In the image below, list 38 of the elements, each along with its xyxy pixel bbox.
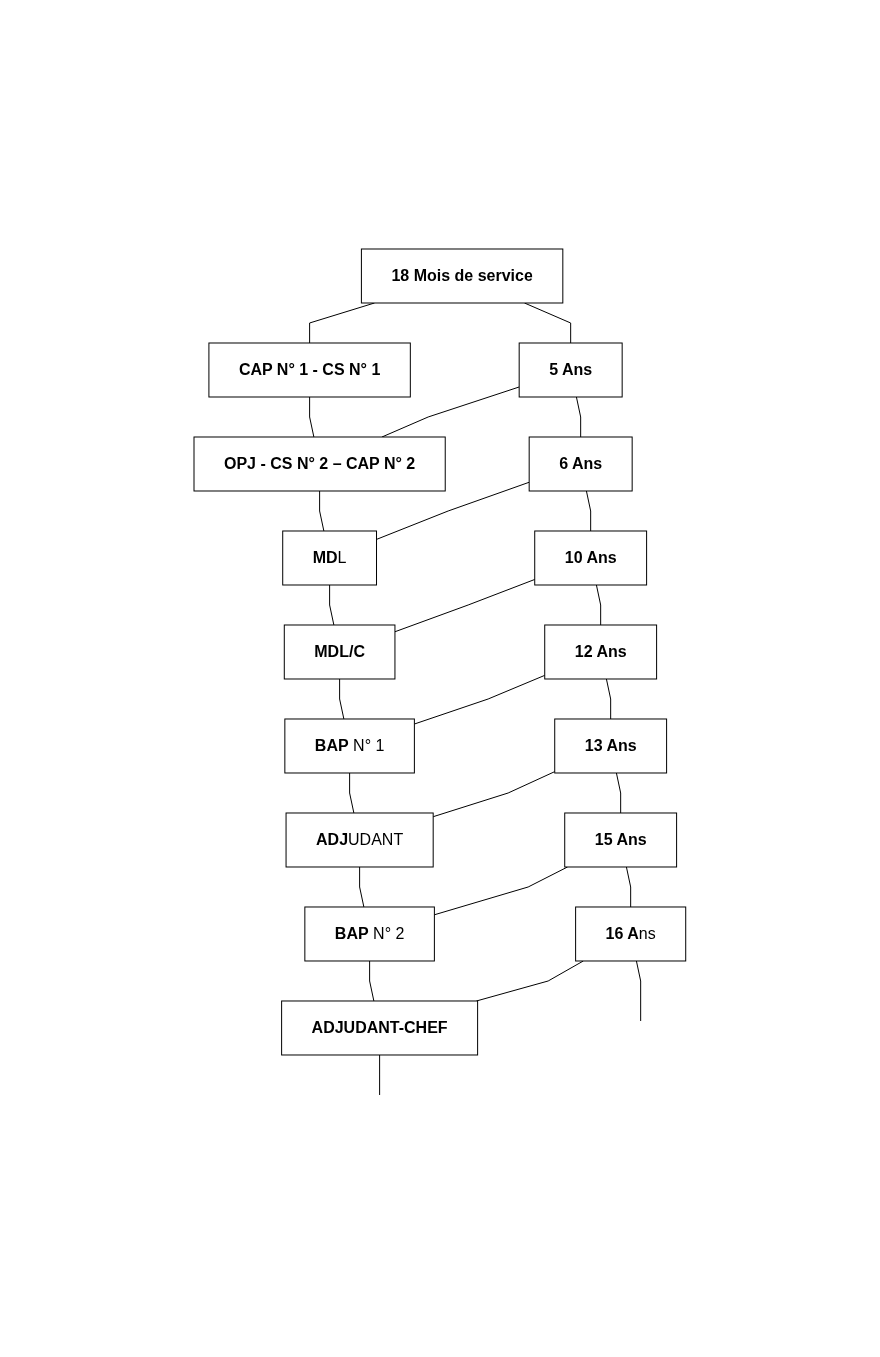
connector (379, 1054, 381, 1095)
node-box: ADJUDANT (285, 812, 434, 867)
connector (369, 960, 375, 1001)
connector (626, 866, 632, 907)
node-box: MDL (282, 530, 378, 585)
connector (476, 960, 584, 1001)
node-box: 18 Mois de service (361, 248, 564, 303)
connector (309, 396, 315, 437)
node-box: 6 Ans (528, 436, 633, 491)
connector (576, 396, 582, 437)
connector (339, 678, 345, 719)
connector (524, 302, 572, 343)
node-box: MDL/C (283, 624, 396, 679)
connector (414, 674, 546, 724)
connector (319, 490, 325, 531)
node-box: 10 Ans (534, 530, 648, 585)
node-box: 16 Ans (575, 906, 687, 961)
connector (616, 772, 622, 813)
connector (434, 866, 569, 915)
node-box: OPJ - CS N° 2 – CAP N° 2 (193, 436, 446, 491)
connector (636, 960, 642, 1021)
connector (376, 481, 530, 540)
connector (606, 678, 612, 719)
connector (359, 866, 365, 907)
node-box: 13 Ans (554, 718, 668, 773)
connector (349, 772, 355, 813)
node-box: BAP N° 2 (304, 906, 435, 961)
node-box: 12 Ans (544, 624, 658, 679)
connector (586, 490, 592, 531)
node-box: BAP N° 1 (284, 718, 415, 773)
connector (432, 770, 556, 817)
connector (596, 584, 602, 625)
connector (394, 578, 536, 632)
node-box: 15 Ans (564, 812, 678, 867)
node-box: 5 Ans (518, 342, 623, 397)
connector (329, 584, 335, 625)
node-box: ADJUDANT-CHEF (281, 1000, 479, 1055)
node-box: CAP N° 1 - CS N° 1 (208, 342, 411, 397)
